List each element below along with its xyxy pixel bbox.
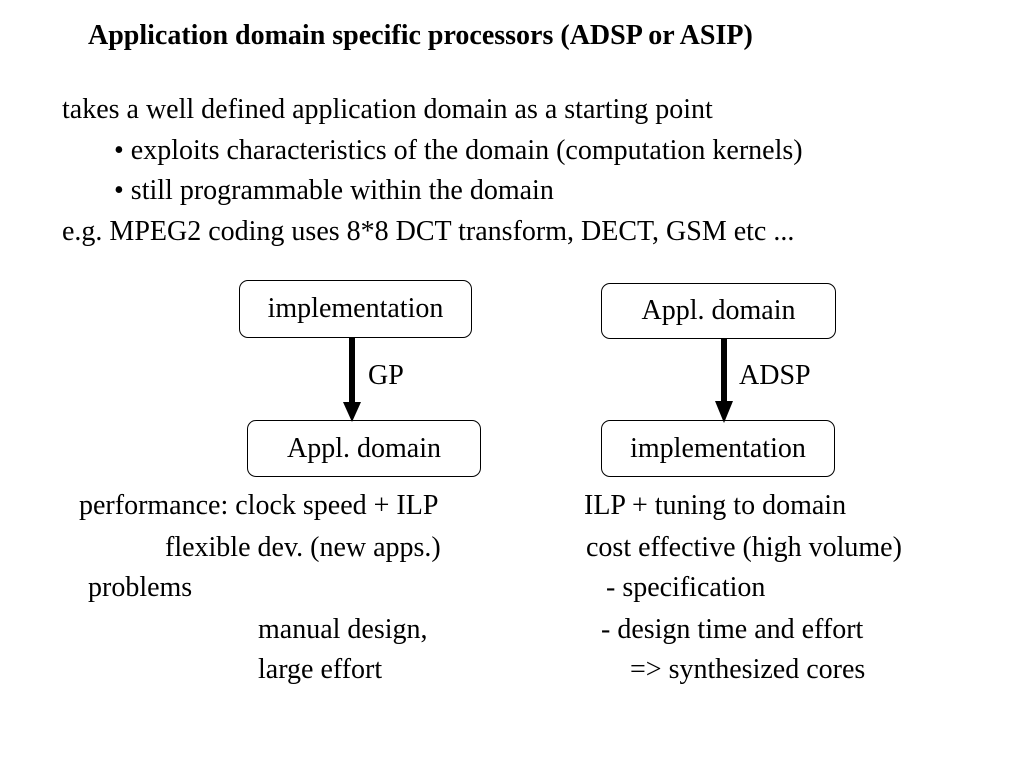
left-top-box: implementation: [239, 280, 472, 338]
right-down-arrow: [715, 339, 733, 423]
left-arrow-label: GP: [368, 360, 404, 391]
right-bottom-box-label: implementation: [630, 432, 806, 464]
intro-example: e.g. MPEG2 coding uses 8*8 DCT transform…: [62, 216, 795, 247]
slide-title: Application domain specific processors (…: [88, 20, 753, 51]
left-bottom-box-label: Appl. domain: [287, 432, 441, 464]
left-note-flexible: flexible dev. (new apps.): [165, 532, 441, 563]
right-top-box: Appl. domain: [601, 283, 836, 339]
right-note-cost-effective: cost effective (high volume): [586, 532, 902, 563]
left-note-manual-design: manual design,: [258, 614, 428, 645]
intro-bullet-programmable: • still programmable within the domain: [114, 175, 554, 206]
intro-line: takes a well defined application domain …: [62, 94, 713, 125]
left-note-performance: performance: clock speed + ILP: [79, 490, 439, 521]
left-note-large-effort: large effort: [258, 654, 383, 685]
right-note-specification: - specification: [606, 572, 766, 603]
right-bottom-box: implementation: [601, 420, 835, 477]
right-note-synthesized-cores: => synthesized cores: [630, 654, 866, 685]
left-note-problems: problems: [88, 572, 193, 603]
right-note-design-time: - design time and effort: [601, 614, 864, 645]
left-top-box-label: implementation: [267, 293, 444, 324]
right-arrow-label: ADSP: [739, 360, 811, 391]
left-down-arrow: [343, 338, 361, 422]
right-note-ilp-tuning: ILP + tuning to domain: [584, 490, 847, 521]
right-top-box-label: Appl. domain: [641, 295, 796, 326]
intro-bullet-exploits: • exploits characteristics of the domain…: [114, 135, 803, 166]
left-bottom-box: Appl. domain: [247, 420, 481, 477]
